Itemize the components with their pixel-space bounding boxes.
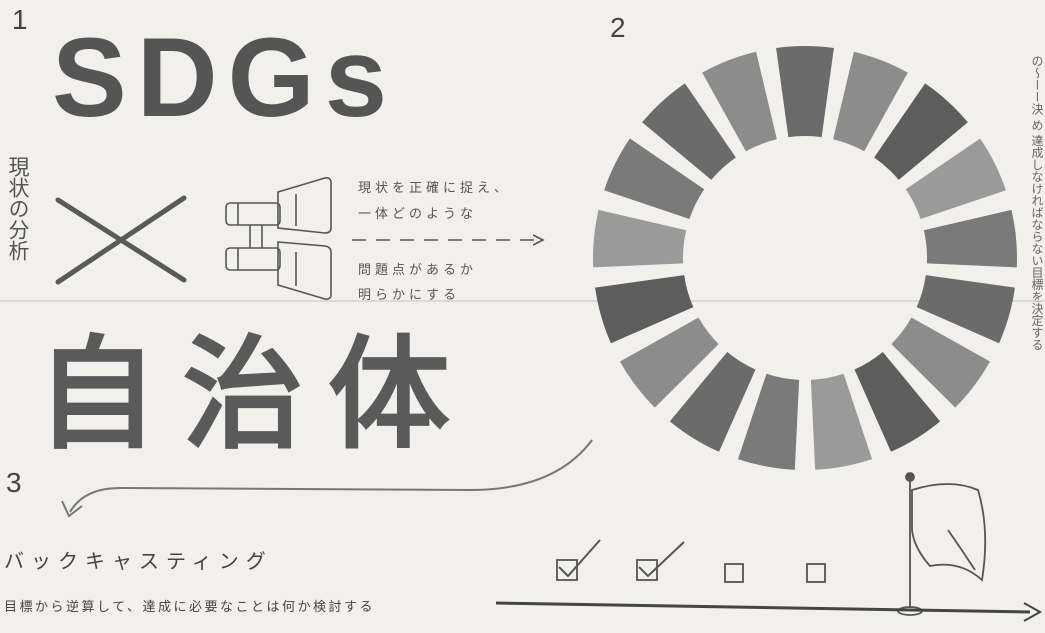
sdg-wheel-segment: [905, 138, 1006, 220]
cross-icon: [55, 195, 187, 285]
sdg-wheel: [593, 46, 1017, 470]
goal-flag-icon: [897, 472, 987, 616]
binocular-note-line-4: 明らかにする: [358, 288, 461, 303]
sdgs-title: SDGs: [52, 15, 397, 140]
sdg-wheel-segment: [619, 317, 719, 408]
sdg-wheel-segment: [595, 275, 694, 344]
goal-setting-note: の〜ーー決 め 達成しなければならない目標を決定する: [1030, 55, 1044, 351]
sdg-wheel-segment: [810, 373, 873, 470]
sdg-wheel-segment: [702, 51, 777, 152]
municipality-title: 自治体: [36, 324, 474, 466]
binocular-note-line-3: 問題点があるか: [358, 263, 478, 278]
sdg-wheel-segment: [737, 373, 800, 470]
binoculars-icon: [225, 177, 332, 300]
sdg-wheel-segment: [916, 275, 1015, 344]
checkbox-checked-icon: [556, 559, 578, 581]
sdg-wheel-segment: [854, 351, 941, 452]
sdg-wheel-segment: [891, 317, 991, 408]
sdg-wheel-segment: [669, 351, 756, 452]
binocular-note-line-1: 現状を正確に捉え、: [358, 181, 512, 196]
checkbox-checked-icon: [636, 559, 658, 581]
backcasting-title: バックキャスティング: [4, 549, 273, 573]
dashed-arrow-icon: [352, 234, 545, 246]
panel-number-2: 2: [610, 12, 626, 43]
sdg-wheel-segment: [604, 138, 705, 220]
sdg-wheel-segment: [642, 83, 736, 180]
sdg-wheel-segment: [923, 209, 1017, 268]
binocular-note-line-2: 一体どのような: [358, 207, 478, 222]
sdg-wheel-segment: [833, 51, 908, 152]
sdg-wheel-segment: [874, 83, 968, 180]
panel-number-3: 3: [6, 467, 22, 498]
checkbox-empty-icon: [724, 563, 744, 583]
checkbox-empty-icon: [806, 563, 826, 583]
analysis-label: 現状の分析: [6, 156, 30, 261]
timeline-arrow-icon: [495, 601, 1043, 622]
sdg-wheel-segment: [593, 209, 687, 268]
curved-arrow-icon: [61, 439, 593, 518]
checklist-icon: [556, 539, 826, 583]
backcasting-description: 目標から逆算して、達成に必要なことは何か検討する: [4, 600, 375, 615]
panel-number-1: 1: [12, 4, 28, 35]
sdg-wheel-segment: [776, 46, 834, 138]
